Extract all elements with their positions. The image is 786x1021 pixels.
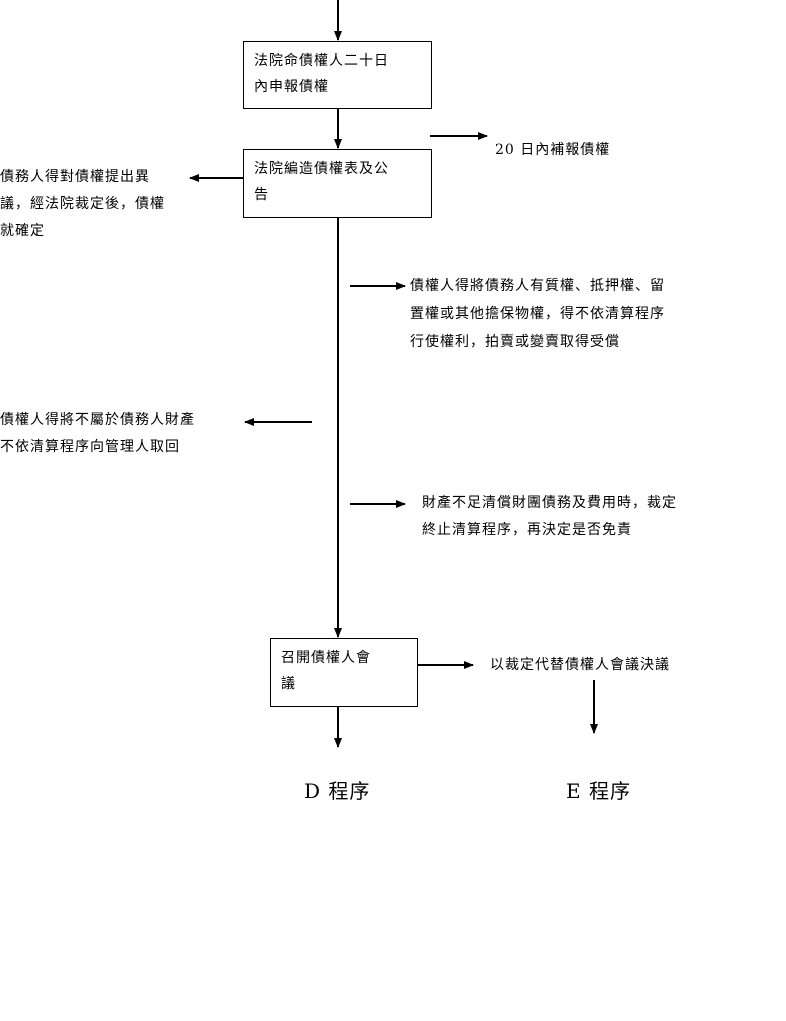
note-insufficient: 財產不足清償財團債務及費用時，裁定 終止清算程序，再決定是否免責 [422, 495, 677, 538]
outcome-e-procedure: E 程序 [566, 779, 631, 803]
note-substitute: 以裁定代替債權人會議決議 [490, 657, 670, 673]
box-claim-table: 法院編造債權表及公 告 [243, 149, 432, 218]
note-objection: 債務人得對債權提出異 議，經法院裁定後，債權 就確定 [0, 169, 165, 239]
note-late-claim: 20 日內補報債權 [495, 142, 611, 158]
outcome-d-procedure: D 程序 [304, 779, 371, 803]
note-reclaim: 債權人得將不屬於債務人財產 不依清算程序向管理人取回 [0, 412, 195, 455]
box-court-order-claims: 法院命債權人二十日 內申報債權 [243, 41, 432, 109]
note-secured: 債權人得將債務人有質權、抵押權、留 置權或其他擔保物權，得不依清算程序 行使權利… [410, 278, 665, 350]
box-creditors-meeting: 召開債權人會 議 [270, 638, 418, 707]
